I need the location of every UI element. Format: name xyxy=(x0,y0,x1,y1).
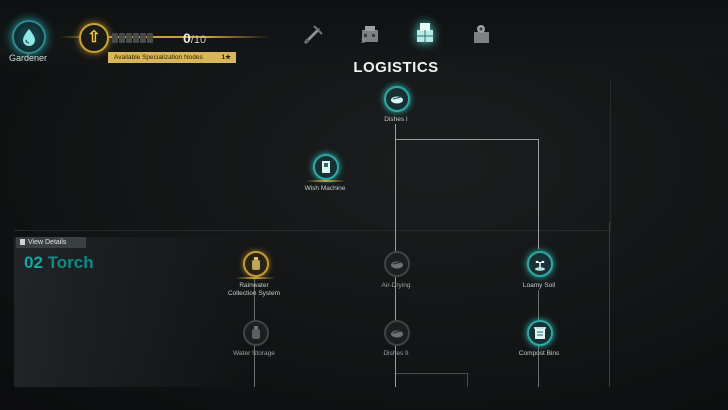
node-dishes-i[interactable] xyxy=(384,86,410,112)
connector-bottom xyxy=(396,373,468,374)
machine-icon xyxy=(322,161,330,173)
tier-panel xyxy=(14,237,254,387)
node-water-storage[interactable] xyxy=(243,320,269,346)
bin-icon xyxy=(534,327,546,339)
tier-name: Torch xyxy=(47,253,94,272)
available-nodes-bar: Available Specialization Nodes 1★ xyxy=(108,52,236,63)
class-badge[interactable] xyxy=(12,20,46,54)
node-loamy-soil-label: Loamy Soil xyxy=(522,282,556,289)
connector-right xyxy=(538,139,539,249)
node-rainwater-base xyxy=(235,277,275,279)
node-wish-machine-base xyxy=(306,180,346,182)
sprout-icon xyxy=(535,260,545,271)
crate-icon xyxy=(417,23,433,42)
spec-points-used: 0 xyxy=(183,30,191,46)
dish-icon xyxy=(391,261,403,269)
connector-right-bottom xyxy=(538,345,539,387)
node-water-storage-label: Water Storage xyxy=(233,350,275,357)
up-arrow-icon: ⇧ xyxy=(87,29,101,46)
node-dishes-i-label: Dishes I xyxy=(384,116,408,123)
tier-frame-upper xyxy=(14,80,611,231)
node-air-drying-label: Air-Drying xyxy=(381,282,411,289)
class-label: Gardener xyxy=(8,53,48,63)
view-details-button[interactable]: View Details xyxy=(16,237,86,248)
level-up-badge[interactable]: ⇧ xyxy=(79,23,109,53)
connector-bottom-drop xyxy=(467,373,468,387)
combat-tab[interactable] xyxy=(298,20,328,50)
node-compost-bins-label: Compost Bins xyxy=(518,350,560,357)
tier-number: 02 xyxy=(24,253,43,272)
node-wish-machine-label: Wish Machine xyxy=(304,185,346,192)
spec-points-counter: 0/10 xyxy=(183,30,206,46)
bottle-icon xyxy=(252,326,260,339)
gear-box-icon xyxy=(474,25,489,43)
point-pips xyxy=(112,30,154,43)
node-dishes-ii-label: Dishes II xyxy=(383,350,409,357)
node-compost-bins[interactable] xyxy=(527,320,553,346)
dish-icon xyxy=(391,330,403,338)
connector-branch xyxy=(396,139,538,140)
logistics-tab[interactable] xyxy=(410,18,440,48)
available-nodes-count: 1★ xyxy=(221,54,231,61)
water-drop-icon xyxy=(23,29,35,46)
dish-icon xyxy=(391,96,403,104)
survival-tab[interactable] xyxy=(466,20,496,50)
building-icon xyxy=(362,26,378,42)
progress-line xyxy=(60,36,270,38)
node-loamy-soil[interactable] xyxy=(527,251,553,277)
document-icon xyxy=(20,239,25,245)
construction-tab-badge: 2/ xyxy=(361,39,367,45)
node-air-drying[interactable] xyxy=(384,251,410,277)
connector-right-lower xyxy=(538,290,539,320)
weapon-icon xyxy=(304,25,323,44)
tier-label: 02 Torch xyxy=(24,253,94,273)
node-wish-machine[interactable] xyxy=(313,154,339,180)
connector-left-lower xyxy=(254,345,255,387)
spec-points-max: /10 xyxy=(190,34,207,46)
node-rainwater-collection[interactable] xyxy=(243,251,269,277)
available-nodes-label: Available Specialization Nodes xyxy=(114,54,203,61)
section-title: LOGISTICS xyxy=(353,59,439,76)
construction-tab[interactable] xyxy=(354,20,384,50)
tier-frame-right xyxy=(609,222,610,387)
bottle-icon xyxy=(252,257,260,270)
node-dishes-ii[interactable] xyxy=(384,320,410,346)
connector-left xyxy=(254,276,255,321)
